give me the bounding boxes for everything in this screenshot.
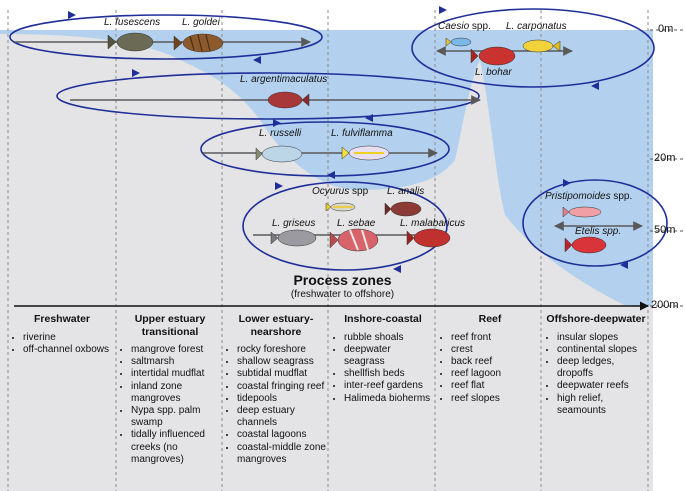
process-zones-title: Process zones (293, 272, 392, 288)
water-body (0, 30, 653, 318)
label-l-bohar: L. bohar (475, 67, 512, 78)
zone-item: coastal-middle zone mangroves (237, 442, 326, 466)
zone-item: reef flat (451, 380, 540, 392)
label-l-analis: L. analis (387, 186, 425, 197)
l-sebae-fish (329, 228, 379, 252)
zone-item: shallow seagrass (237, 356, 326, 368)
label-l-malabaricus: L. malabaricus (400, 218, 466, 229)
zone-item: deep estuary channels (237, 405, 326, 429)
l-bohar-fish (470, 46, 516, 66)
depth-label-0m: 0m (658, 23, 674, 35)
zone-item: reef lagoon (451, 368, 540, 380)
depth-ticks (650, 29, 685, 307)
zone-title: Reef (478, 313, 502, 325)
label-ocyurus-genus: Ocyurus (312, 186, 350, 197)
ocyurus-fish (325, 202, 356, 212)
label-etelis: Etelis spp. (575, 226, 622, 237)
zone-title: Lower estuary-nearshore (238, 313, 314, 338)
zone-item: insular slopes (557, 332, 646, 344)
zone-item: saltmarsh (131, 356, 220, 368)
label-l-sebae: L. sebae (337, 218, 376, 229)
zone-item: crest (451, 344, 540, 356)
zone-item: riverine (23, 332, 112, 344)
label-l-russelli: L. russelli (259, 128, 302, 139)
l-goldei-fish (173, 33, 224, 53)
zone-inshore-coastal: Inshore-coastal rubble shoals deepwater … (333, 313, 433, 405)
zone-item: inland zone mangroves (131, 381, 220, 405)
label-l-argentimaculatus: L. argentimaculatus (240, 74, 328, 85)
label-caesio-genus: Caesio (438, 21, 470, 32)
label-l-fusescens: L. fusescens (104, 17, 161, 28)
label-pristipomoides-spp: spp. (610, 191, 633, 202)
zone-item: deepwater reefs (557, 380, 646, 392)
zone-item: subtidal mudflat (237, 368, 326, 380)
label-pristipomoides-genus: Pristipomoides (545, 191, 611, 202)
zone-title: Offshore-deepwater (546, 313, 646, 325)
zone-item: Nypa spp. palm swamp (131, 405, 220, 429)
zone-offshore-deepwater: Offshore-deepwater insular slopes contin… (546, 313, 646, 417)
zone-item: tidepools (237, 393, 326, 405)
zone-item: Halimeda bioherms (344, 393, 433, 405)
zone-title: Freshwater (33, 313, 91, 325)
zone-title: Inshore-coastal (344, 313, 422, 325)
label-l-griseus: L. griseus (272, 218, 316, 229)
label-l-fulviflamma: L. fulviflamma (331, 128, 393, 139)
l-griseus-fish (270, 229, 317, 247)
fish-illustrations (107, 32, 607, 254)
zone-title: Upper estuary transitional (134, 313, 206, 338)
range-ellipses (9, 8, 668, 271)
caesio-fish (445, 37, 472, 47)
depth-label-200m: 200m (651, 299, 679, 311)
zone-item: shellfish beds (344, 368, 433, 380)
zone-item: off-channel oxbows (23, 344, 112, 356)
depth-label-20m: 20m (654, 152, 676, 164)
zone-panel (0, 306, 653, 491)
l-argentimaculatus-fish (267, 91, 310, 109)
zone-lower-estuary: Lower estuary-nearshore rocky foreshore … (226, 313, 326, 466)
label-caesio: Caesio spp. (438, 21, 491, 32)
label-caesio-spp: spp. (469, 21, 491, 32)
etelis-fish (564, 236, 607, 254)
zone-item: tidally influenced creeks (no mangroves) (131, 429, 220, 466)
zone-item: reef slopes (451, 393, 540, 405)
zone-item: back reef (451, 356, 540, 368)
l-analis-fish (384, 201, 422, 217)
pristipomoides-fish (562, 206, 602, 218)
process-zones-subtitle: (freshwater to offshore) (290, 289, 395, 300)
zone-item: high relief, seamounts (557, 393, 646, 417)
zone-reef: Reef reef front crest back reef reef lag… (440, 313, 540, 405)
zone-item: deepwater seagrass (344, 344, 433, 368)
l-carponatus-fish (522, 39, 561, 53)
label-ocyurus: Ocyurus spp (312, 186, 368, 197)
zone-item: coastal fringing reef (237, 381, 326, 393)
label-l-carponatus: L. carponatus (506, 21, 567, 32)
zone-item: intertidal mudflat (131, 368, 220, 380)
zone-dividers (7, 10, 649, 491)
l-malabaricus-fish (406, 228, 451, 248)
l-russelli-fish (255, 145, 303, 163)
l-fusescens-fish (107, 32, 154, 52)
label-pristipomoides: Pristipomoides spp. (545, 191, 632, 202)
zone-item: coastal lagoons (237, 429, 326, 441)
zone-item: inter-reef gardens (344, 380, 433, 392)
zone-item: continental slopes (557, 344, 646, 356)
l-fulviflamma-fish (341, 145, 390, 161)
zone-item: deep ledges, dropoffs (557, 356, 646, 380)
ellipse-arrowheads (68, 6, 628, 273)
zone-item: reef front (451, 332, 540, 344)
sky-band (0, 0, 685, 30)
zone-freshwater: Freshwater riverine off-channel oxbows (12, 313, 112, 356)
zone-upper-estuary: Upper estuary transitional mangrove fore… (120, 313, 220, 466)
depth-label-50m: 50m (654, 224, 676, 236)
zone-item: rubble shoals (344, 332, 433, 344)
zone-item: mangrove forest (131, 344, 220, 356)
label-l-goldei: L. goldei (182, 17, 220, 28)
label-ocyurus-spp: spp (349, 186, 369, 197)
zone-item: rocky foreshore (237, 344, 326, 356)
